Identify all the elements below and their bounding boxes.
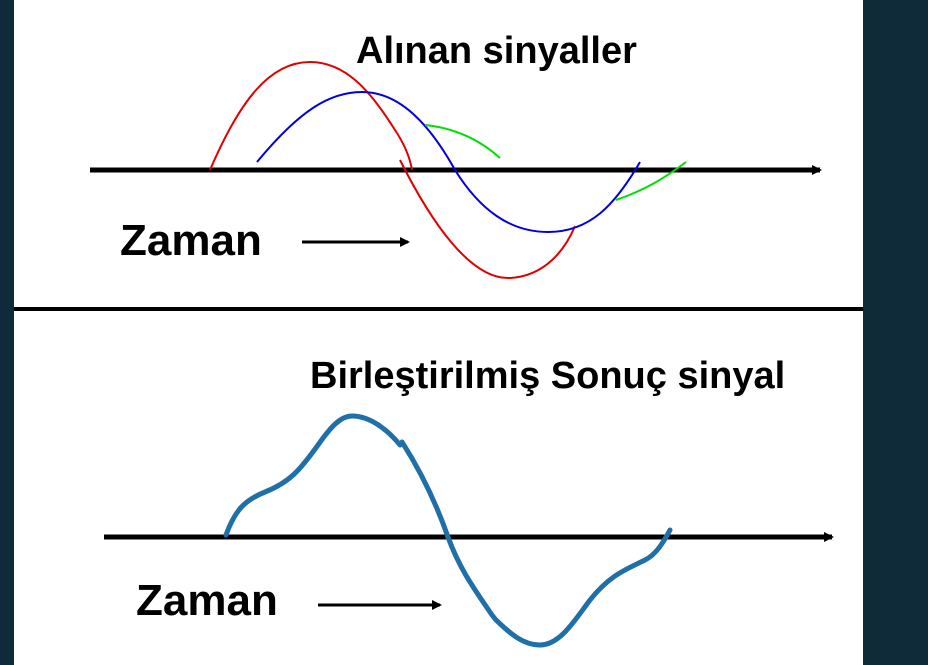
top-time-label: Zaman — [120, 216, 262, 265]
received-signal-green-2 — [615, 161, 687, 201]
received-signal-green-1 — [424, 124, 501, 159]
bottom-time-label: Zaman — [136, 576, 278, 625]
received-signal-blue — [256, 90, 641, 234]
received-signal-red — [209, 60, 576, 280]
top-panel-title: Alınan sinyaller — [356, 30, 637, 72]
top-panel — [14, 0, 863, 311]
bottom-panel-title: Birleştirilmiş Sonuç sinyal — [310, 355, 790, 398]
combined-signal — [223, 413, 673, 648]
